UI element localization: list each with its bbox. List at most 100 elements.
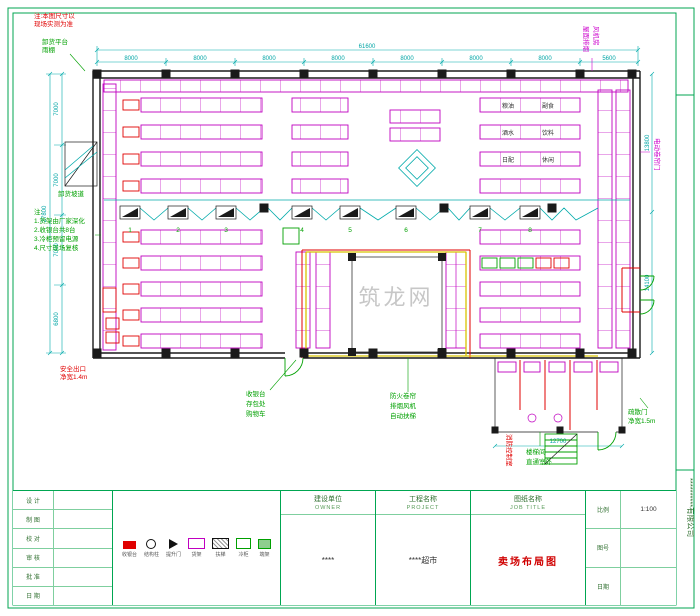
dim-total: 61600 bbox=[359, 44, 376, 50]
dept-label: 日配 bbox=[502, 157, 514, 164]
door-swing bbox=[639, 299, 655, 315]
gondola-row bbox=[291, 124, 349, 140]
revision-row: 批 准 bbox=[13, 567, 112, 587]
gondola-row bbox=[479, 178, 581, 194]
note-egress-door: 净宽1.5m bbox=[628, 416, 655, 425]
shelving bbox=[102, 79, 631, 351]
note-egress-door: 疏散门 bbox=[628, 407, 648, 416]
loading-ramp bbox=[64, 141, 98, 187]
dim-bay: 8000 bbox=[331, 56, 345, 62]
note-general: 现场实测为准 bbox=[34, 19, 74, 28]
checkout-counter bbox=[395, 205, 417, 220]
gondola-row bbox=[140, 307, 263, 323]
legend-item: 端架 bbox=[258, 539, 272, 558]
gondola-row bbox=[140, 229, 263, 245]
dim-bay: 8000 bbox=[262, 56, 276, 62]
checkout-number: 7 bbox=[478, 227, 482, 234]
revision-value bbox=[54, 491, 112, 509]
legend-label: 结构柱 bbox=[143, 552, 159, 558]
dept-label: 粮油 bbox=[502, 102, 514, 110]
dim-annex: 12700 bbox=[550, 439, 567, 445]
building-walls bbox=[92, 70, 641, 433]
meta-row: 日期 bbox=[586, 567, 676, 605]
gondola-row bbox=[140, 281, 263, 297]
checkout-number: 8 bbox=[528, 227, 532, 234]
dim-left-bay-last: 6800 bbox=[54, 312, 60, 326]
gondola-row bbox=[479, 307, 581, 323]
owner-sublabel: OWNER bbox=[314, 505, 342, 511]
checkout-counter bbox=[291, 205, 313, 220]
exterior-stair bbox=[544, 433, 578, 465]
escalator-symbol-icon bbox=[212, 538, 230, 549]
project-label: 工程名称 bbox=[409, 496, 437, 503]
owner-label: 建设单位 bbox=[314, 496, 342, 503]
meta-label: 日期 bbox=[586, 567, 621, 605]
right-service-rooms bbox=[621, 267, 640, 313]
gondola-row bbox=[140, 97, 263, 113]
checkout-number: 2 bbox=[176, 227, 180, 234]
dim-bay: 8000 bbox=[400, 56, 414, 62]
shelf-right-wall bbox=[597, 89, 613, 349]
meta-value bbox=[621, 568, 676, 605]
dept-label: 副食 bbox=[542, 102, 554, 110]
cooler-symbol-icon bbox=[236, 538, 252, 549]
doors bbox=[284, 275, 655, 451]
note-stair: 楼梯间 bbox=[526, 447, 546, 456]
legend-label: 端架 bbox=[259, 552, 270, 558]
checkout-number: 1 bbox=[128, 227, 132, 234]
legend-label: 冷柜 bbox=[238, 552, 249, 558]
gondola-row bbox=[140, 333, 263, 349]
island-shelf bbox=[389, 127, 441, 142]
checkout-number: 4 bbox=[300, 227, 304, 234]
legend-item: 扶梯 bbox=[212, 538, 230, 558]
note-cashier: 存包处 bbox=[246, 399, 266, 408]
checkout-counter bbox=[215, 205, 237, 220]
checkout-lane bbox=[104, 199, 630, 221]
legend-label: 扶梯 bbox=[215, 552, 226, 558]
revision-row: 校 对 bbox=[13, 529, 112, 549]
dimension-right: 13800 14100 bbox=[645, 71, 655, 356]
shelf-right-wall bbox=[615, 89, 631, 349]
revision-row: 审 核 bbox=[13, 548, 112, 568]
annotations: 注:本图尺寸以 现场实测为准 卸货平台 雨棚 卸货坡道 注: 1.货架由厂家深化… bbox=[34, 11, 662, 467]
owner-value: **** bbox=[321, 555, 335, 565]
door-swing bbox=[639, 275, 655, 291]
door-symbol-icon bbox=[169, 539, 178, 549]
revision-value bbox=[54, 529, 112, 547]
note-ramp: 卸货坡道 bbox=[58, 189, 85, 198]
island-shelf bbox=[389, 109, 441, 124]
meta-row: 图号 bbox=[586, 529, 676, 568]
dim-bay: 8000 bbox=[124, 56, 138, 62]
project-sublabel: PROJECT bbox=[406, 505, 440, 511]
dim-left-bay: 7000 bbox=[54, 173, 60, 187]
meta-value bbox=[621, 529, 676, 566]
department-labels: 粮油 副食 酒水 饮料 日配 休闲 bbox=[502, 102, 554, 164]
checkout-counter bbox=[519, 205, 541, 220]
revision-value bbox=[54, 549, 112, 567]
title-block: 设 计 制 图 校 对 审 核 批 准 日 期 收银台 结构柱 提升门 货架 扶… bbox=[13, 490, 676, 606]
gondola-vertical bbox=[295, 251, 311, 349]
note-list: 3.冷柜预留电源 bbox=[34, 234, 79, 243]
dim-left-bay: 7000 bbox=[54, 243, 60, 257]
revision-label: 审 核 bbox=[13, 548, 54, 567]
revision-value bbox=[54, 568, 112, 586]
revision-value bbox=[54, 510, 112, 528]
shelf-top-wall bbox=[103, 79, 629, 93]
checkout-counter bbox=[119, 205, 141, 220]
note-mech: 排烟风机 bbox=[390, 401, 417, 410]
checkout-number: 5 bbox=[348, 227, 352, 234]
legend-item: 结构柱 bbox=[144, 539, 159, 558]
dimension-left: 7000 7000 7000 6800 27800 bbox=[42, 71, 66, 356]
note-cashier: 购物车 bbox=[246, 409, 266, 418]
annex-rooms bbox=[497, 360, 619, 430]
note-rolling-door: 电动卷帘门 bbox=[653, 138, 662, 171]
note-stair: 直通室外 bbox=[526, 457, 553, 466]
red-fixtures bbox=[102, 99, 570, 347]
checkout-counters: 1 2 3 4 5 6 7 8 bbox=[119, 205, 541, 234]
legend-item: 货架 bbox=[188, 538, 206, 558]
gondola-row bbox=[140, 178, 263, 194]
note-smoke-fan: 屋面排烟 bbox=[582, 26, 591, 53]
